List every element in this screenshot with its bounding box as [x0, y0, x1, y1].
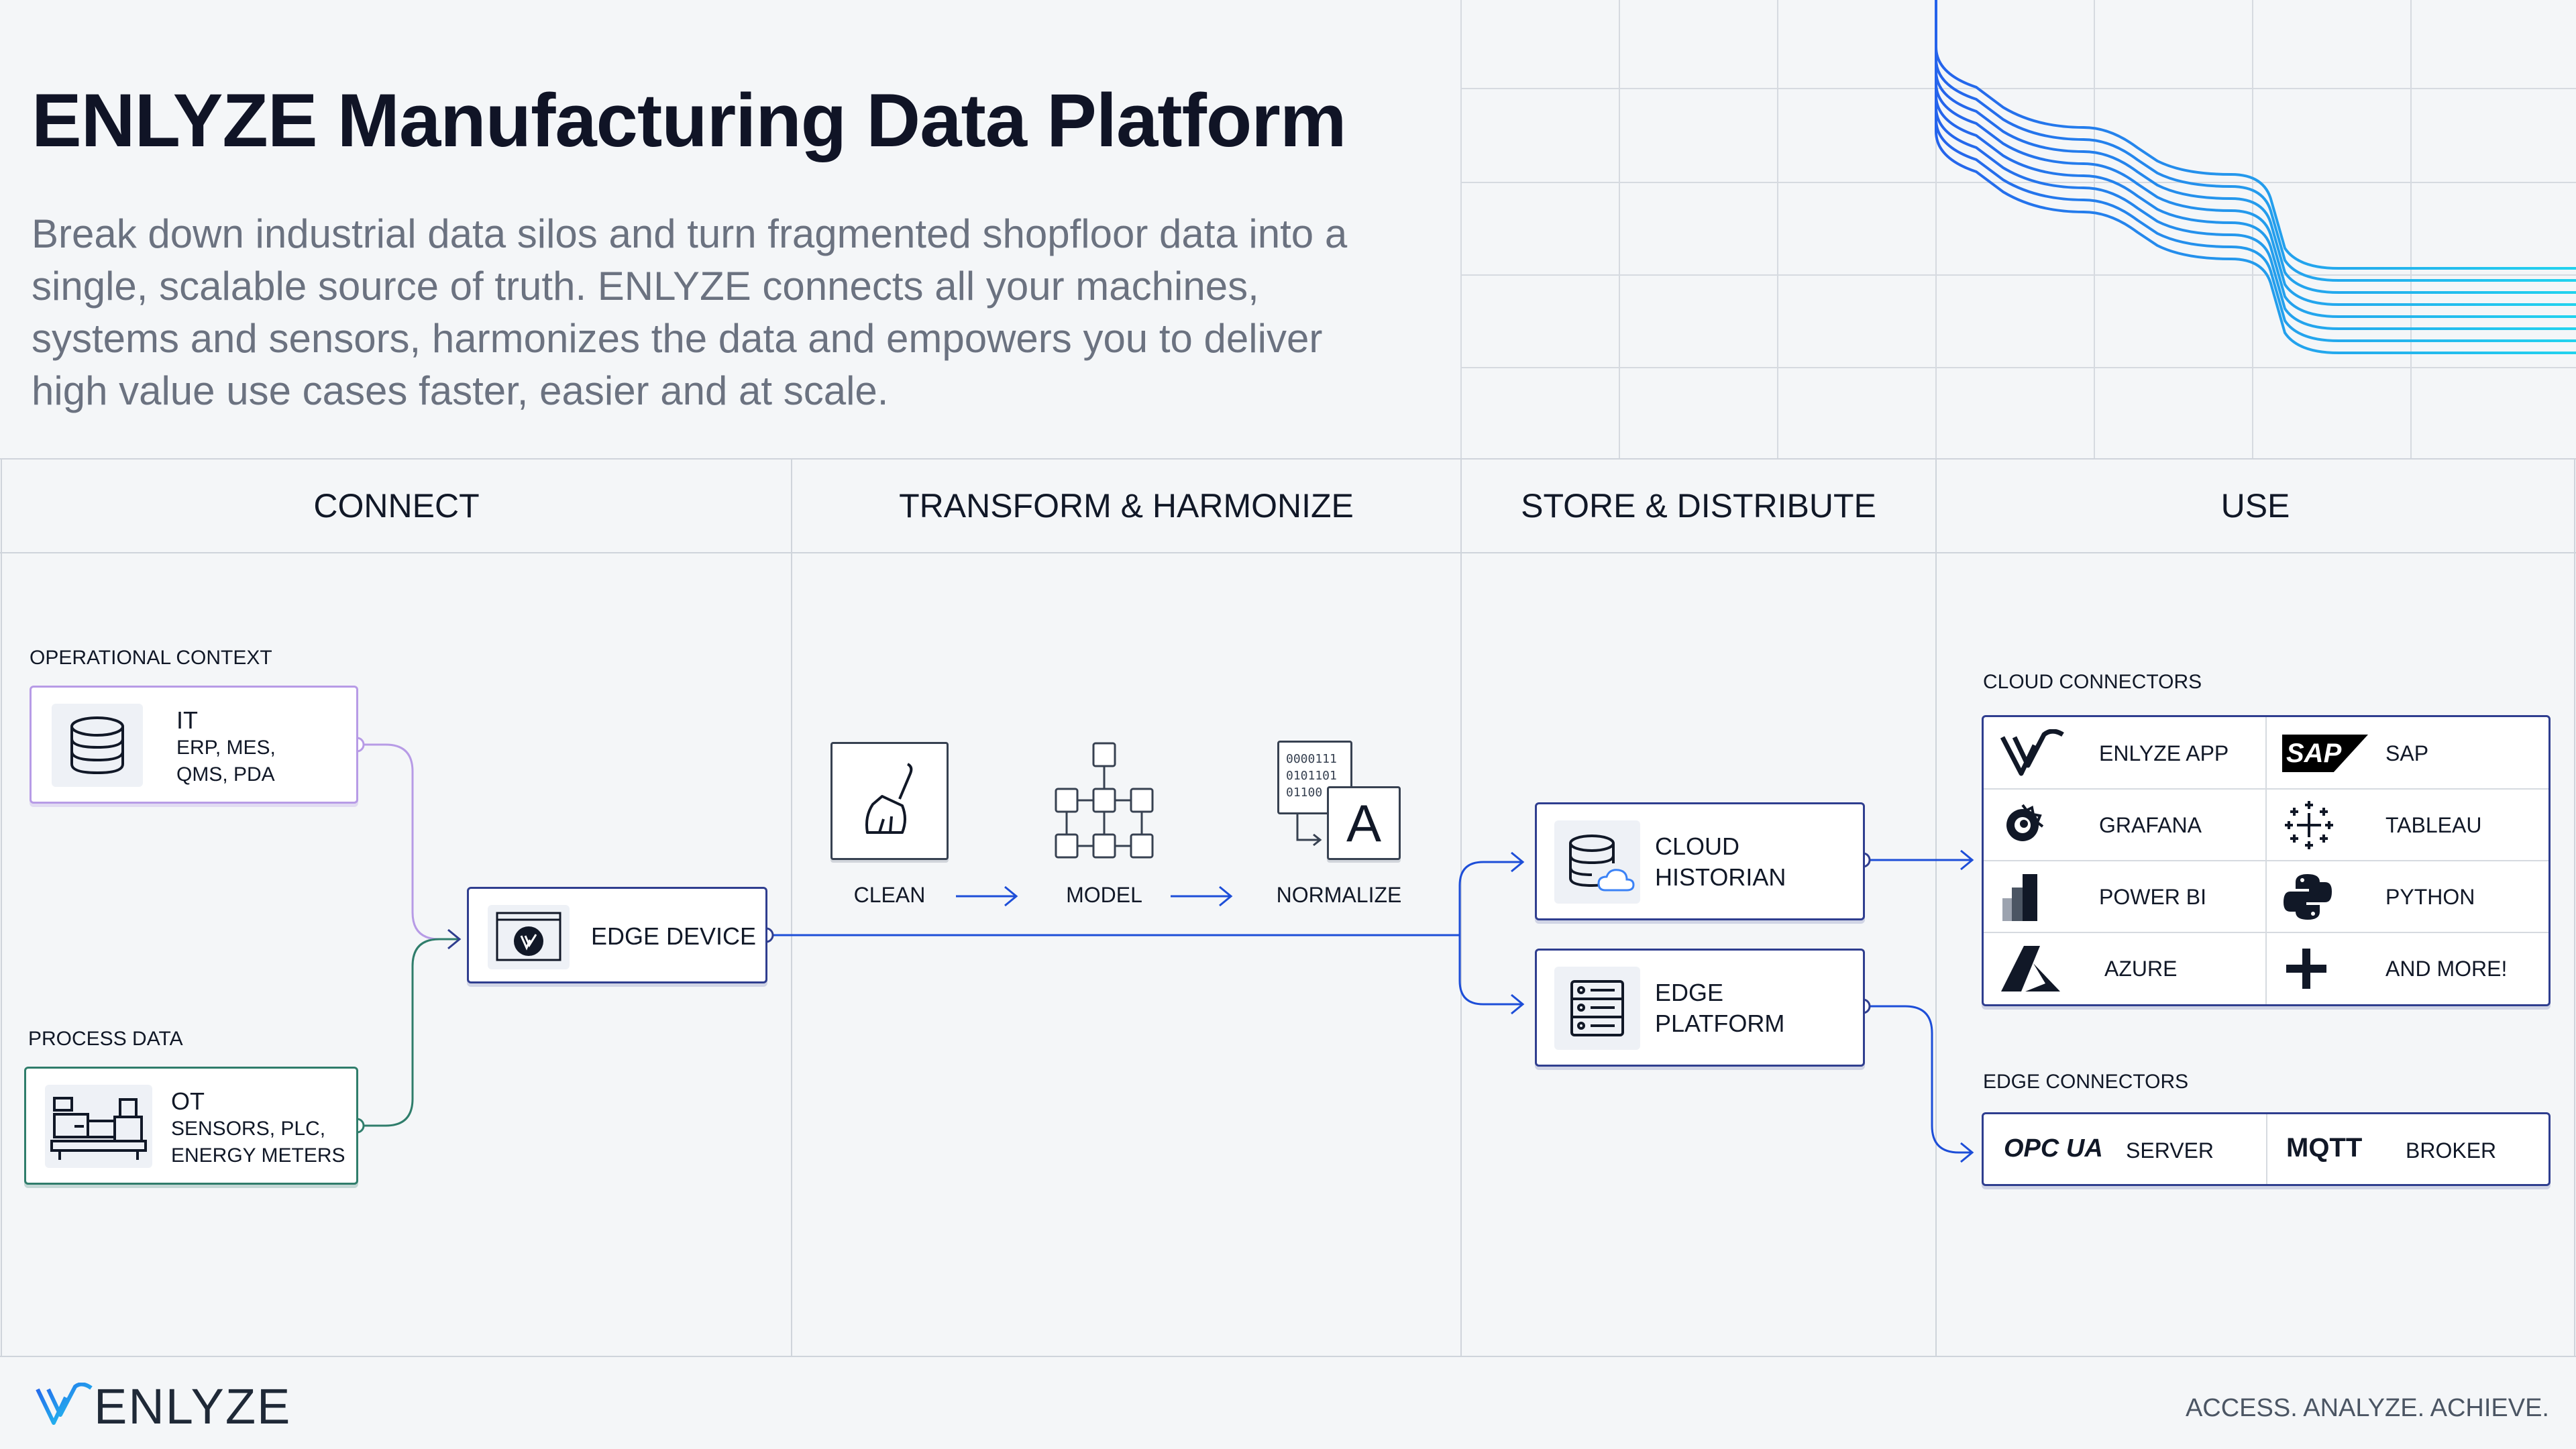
tableau-logo-icon [2285, 801, 2333, 849]
letter-a-icon: A [1327, 786, 1401, 860]
wave-line [1935, 0, 2576, 354]
connector-azure[interactable]: AZURE [1984, 932, 2266, 1004]
server-rack-icon [1554, 967, 1640, 1050]
opc-ua-logo-icon: OPC UA [2004, 1134, 2103, 1163]
connector-power-bi[interactable]: POWER BI [1984, 861, 2266, 932]
wave-line [1935, 0, 2576, 294]
connector-label: SERVER [2126, 1138, 2214, 1163]
connector-label: AZURE [2104, 957, 2178, 981]
edge-device-icon [488, 905, 570, 969]
ot-title: OT [171, 1087, 205, 1115]
cloud-historian-line2: HISTORIAN [1655, 863, 1786, 891]
wave-line [1935, 0, 2576, 318]
cloud-historian-line1: CLOUD [1655, 833, 1740, 860]
page-title: ENLYZE Manufacturing Data Platform [32, 78, 1346, 162]
binary-row: 0000111 [1286, 752, 1337, 766]
connector-grafana[interactable]: GRAFANA [1984, 789, 2266, 861]
normalize-label: NORMALIZE [1276, 883, 1402, 907]
database-icon [52, 704, 143, 787]
broom-icon [865, 763, 913, 834]
panel-dividers [1984, 717, 2548, 1004]
connector-and-more[interactable]: AND MORE! [2266, 932, 2548, 1004]
connector-opc-ua[interactable]: OPC UA SERVER [1984, 1114, 2266, 1184]
column-header-transform: TRANSFORM & HARMONIZE [899, 487, 1354, 525]
model-step-icon [1051, 741, 1158, 861]
connector-tableau[interactable]: TABLEAU [2266, 789, 2548, 861]
machine-icon [45, 1085, 152, 1168]
wave-line [1935, 0, 2576, 342]
wave-line [1935, 0, 2576, 282]
connector-label: POWER BI [2099, 885, 2207, 909]
python-logo-icon [2284, 874, 2332, 920]
wave-line [1935, 0, 2576, 330]
connector-label: BROKER [2406, 1138, 2497, 1163]
column-header-use: USE [2220, 487, 2290, 525]
edge-platform-line1: EDGE [1655, 979, 1724, 1006]
footer-brand: ENLYZE [34, 1378, 292, 1434]
connector-label: ENLYZE APP [2099, 741, 2229, 765]
normalize-step-icon: 0000111 0101101 01100 A [1277, 741, 1401, 864]
azure-logo-icon [2001, 946, 2060, 991]
powerbi-logo-icon [2002, 874, 2037, 921]
clean-label: CLEAN [853, 883, 926, 907]
panel-divider [2266, 1114, 2267, 1184]
cloud-connectors-panel: ENLYZE APP SAP SAP GRAFANA [1982, 715, 2551, 1006]
clean-step-icon [830, 742, 949, 860]
mqtt-logo-icon: MQTT [2286, 1133, 2363, 1163]
connector-label: AND MORE! [2385, 957, 2508, 981]
cloud-historian-card[interactable]: CLOUD HISTORIAN [1535, 802, 1865, 920]
enlyze-logo-icon [36, 1383, 93, 1425]
footer-tagline: ACCESS. ANALYZE. ACHIEVE. [2185, 1394, 2549, 1422]
binary-row: 01100 [1286, 786, 1323, 800]
column-header-connect: CONNECT [313, 487, 480, 525]
connector-mqtt[interactable]: MQTT BROKER [2266, 1114, 2548, 1184]
connector-enlyze-app[interactable]: ENLYZE APP [1984, 717, 2266, 789]
connector-label: TABLEAU [2385, 813, 2482, 837]
connector-label: SAP [2385, 741, 2429, 765]
connector-label: GRAFANA [2099, 813, 2202, 837]
hierarchy-icon [1055, 742, 1154, 859]
cloud-database-icon [1554, 820, 1640, 904]
it-title: IT [176, 706, 198, 734]
ot-card[interactable]: OT SENSORS, PLC, ENERGY METERS [24, 1067, 358, 1185]
page-subtitle: Break down industrial data silos and tur… [32, 211, 1348, 413]
grafana-logo-icon [2006, 804, 2044, 841]
it-card[interactable]: IT ERP, MES, QMS, PDA [30, 686, 358, 804]
edge-connectors-panel: OPC UA SERVER MQTT BROKER [1982, 1112, 2551, 1186]
brand-name: ENLYZE [94, 1378, 292, 1434]
plus-icon [2286, 949, 2326, 989]
operational-context-label: OPERATIONAL CONTEXT [30, 647, 272, 669]
model-label: MODEL [1066, 883, 1142, 907]
edge-platform-line2: PLATFORM [1655, 1010, 1785, 1037]
edge-platform-card[interactable]: EDGE PLATFORM [1535, 949, 1865, 1067]
process-data-label: PROCESS DATA [28, 1028, 183, 1050]
decorative-waves [1935, 0, 2576, 354]
edge-connectors-label: EDGE CONNECTORS [1983, 1071, 2189, 1093]
ot-subtitle-line2: ENERGY METERS [171, 1144, 345, 1167]
wave-line [1935, 0, 2576, 270]
connector-label: PYTHON [2385, 885, 2475, 909]
connector-python[interactable]: PYTHON [2266, 861, 2548, 932]
edge-device-label: EDGE DEVICE [591, 922, 757, 950]
sap-logo-icon: SAP [2282, 735, 2368, 772]
edge-device-card[interactable]: EDGE DEVICE [467, 887, 767, 983]
it-subtitle-line1: ERP, MES, [176, 737, 276, 759]
it-subtitle-line2: QMS, PDA [176, 763, 275, 786]
ot-subtitle-line1: SENSORS, PLC, [171, 1118, 326, 1140]
binary-row: 0101101 [1286, 769, 1337, 783]
cloud-connectors-label: CLOUD CONNECTORS [1983, 671, 2202, 693]
normalize-arrow-icon [1296, 814, 1322, 847]
wave-line [1935, 0, 2576, 306]
connector-sap[interactable]: SAP SAP [2266, 717, 2548, 789]
column-header-store: STORE & DISTRIBUTE [1521, 487, 1876, 525]
enlyze-logo-icon [2000, 729, 2064, 776]
